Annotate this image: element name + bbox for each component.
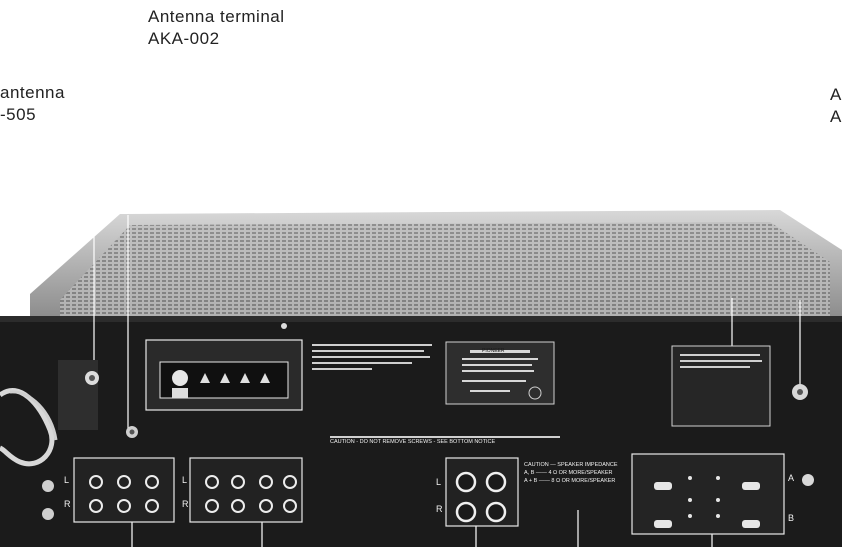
callout-right: A A — [830, 84, 842, 128]
speaker-a-label: A — [788, 473, 795, 483]
jack-label-r-2: R — [182, 499, 189, 509]
rca-jacks-1 — [89, 475, 159, 513]
brand-plate-text: PIONEER — [482, 348, 505, 354]
jack-label-l-1: L — [64, 475, 70, 485]
callout-antenna-terminal-model: AKA-002 — [148, 29, 220, 48]
speaker-b-label: B — [788, 513, 795, 523]
rca-jack-block-2 — [189, 457, 303, 523]
leader-lines — [93, 215, 801, 547]
jack-label-r-1: R — [64, 499, 71, 509]
callout-antenna-terminal-title: Antenna terminal — [148, 7, 285, 26]
rca-jacks-2 — [205, 475, 297, 513]
caution-screws-text: CAUTION - DO NOT REMOVE SCREWS - SEE BOT… — [330, 439, 496, 445]
callout-right-line2: A — [830, 107, 842, 126]
jack-label-l-3: L — [436, 477, 442, 487]
callout-antenna-left-model: -505 — [0, 105, 37, 124]
speaker-caution-line-1: CAUTION — SPEAKER IMPEDANCE — [524, 462, 618, 468]
jack-label-l-2: L — [182, 475, 188, 485]
callout-antenna-left: antenna -505 — [0, 82, 65, 126]
speaker-impedance-caution: CAUTION — SPEAKER IMPEDANCE A, B —— 4 Ω … — [524, 461, 618, 485]
speaker-caution-line-3: A + B —— 8 Ω OR MORE/SPEAKER — [524, 478, 616, 484]
callout-antenna-terminal: Antenna terminal AKA-002 — [148, 6, 285, 50]
voltage-label-plate — [671, 345, 771, 427]
jack-label-r-3: R — [436, 504, 443, 514]
callout-antenna-left-title: antenna — [0, 83, 65, 102]
spec-text-lines — [312, 344, 432, 370]
binding-posts — [455, 471, 507, 523]
speaker-caution-line-2: A, B —— 4 Ω OR MORE/SPEAKER — [524, 470, 613, 476]
ventilation-grille — [60, 222, 830, 318]
callout-right-line1: A — [830, 85, 842, 104]
